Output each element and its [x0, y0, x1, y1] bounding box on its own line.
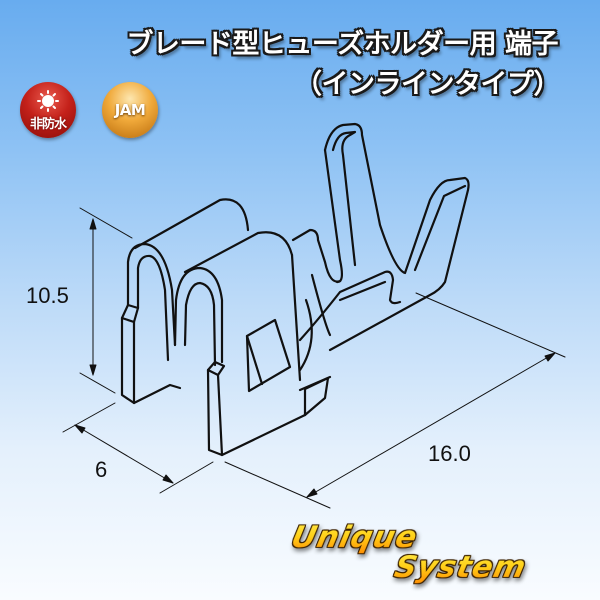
jam-label: JAM	[114, 101, 146, 119]
length-dimension-line	[224, 292, 566, 509]
length-dimension-label: 16.0	[428, 441, 471, 466]
width-dimension-label: 6	[95, 457, 108, 482]
jam-badge: JAM	[102, 82, 158, 138]
non-waterproof-label: 非防水	[29, 117, 67, 132]
page-subtitle: （インラインタイプ）	[295, 69, 561, 100]
sun-icon	[37, 90, 59, 112]
page-title: ブレード型ヒューズホルダー用 端子	[126, 29, 558, 60]
terminal-body	[120, 122, 470, 457]
brand-logo-line2: System	[391, 550, 530, 585]
non-waterproof-badge: 非防水	[20, 82, 76, 138]
height-dimension-line	[79, 207, 133, 394]
width-dimension-line	[62, 402, 214, 494]
height-dimension-label: 10.5	[26, 283, 69, 308]
